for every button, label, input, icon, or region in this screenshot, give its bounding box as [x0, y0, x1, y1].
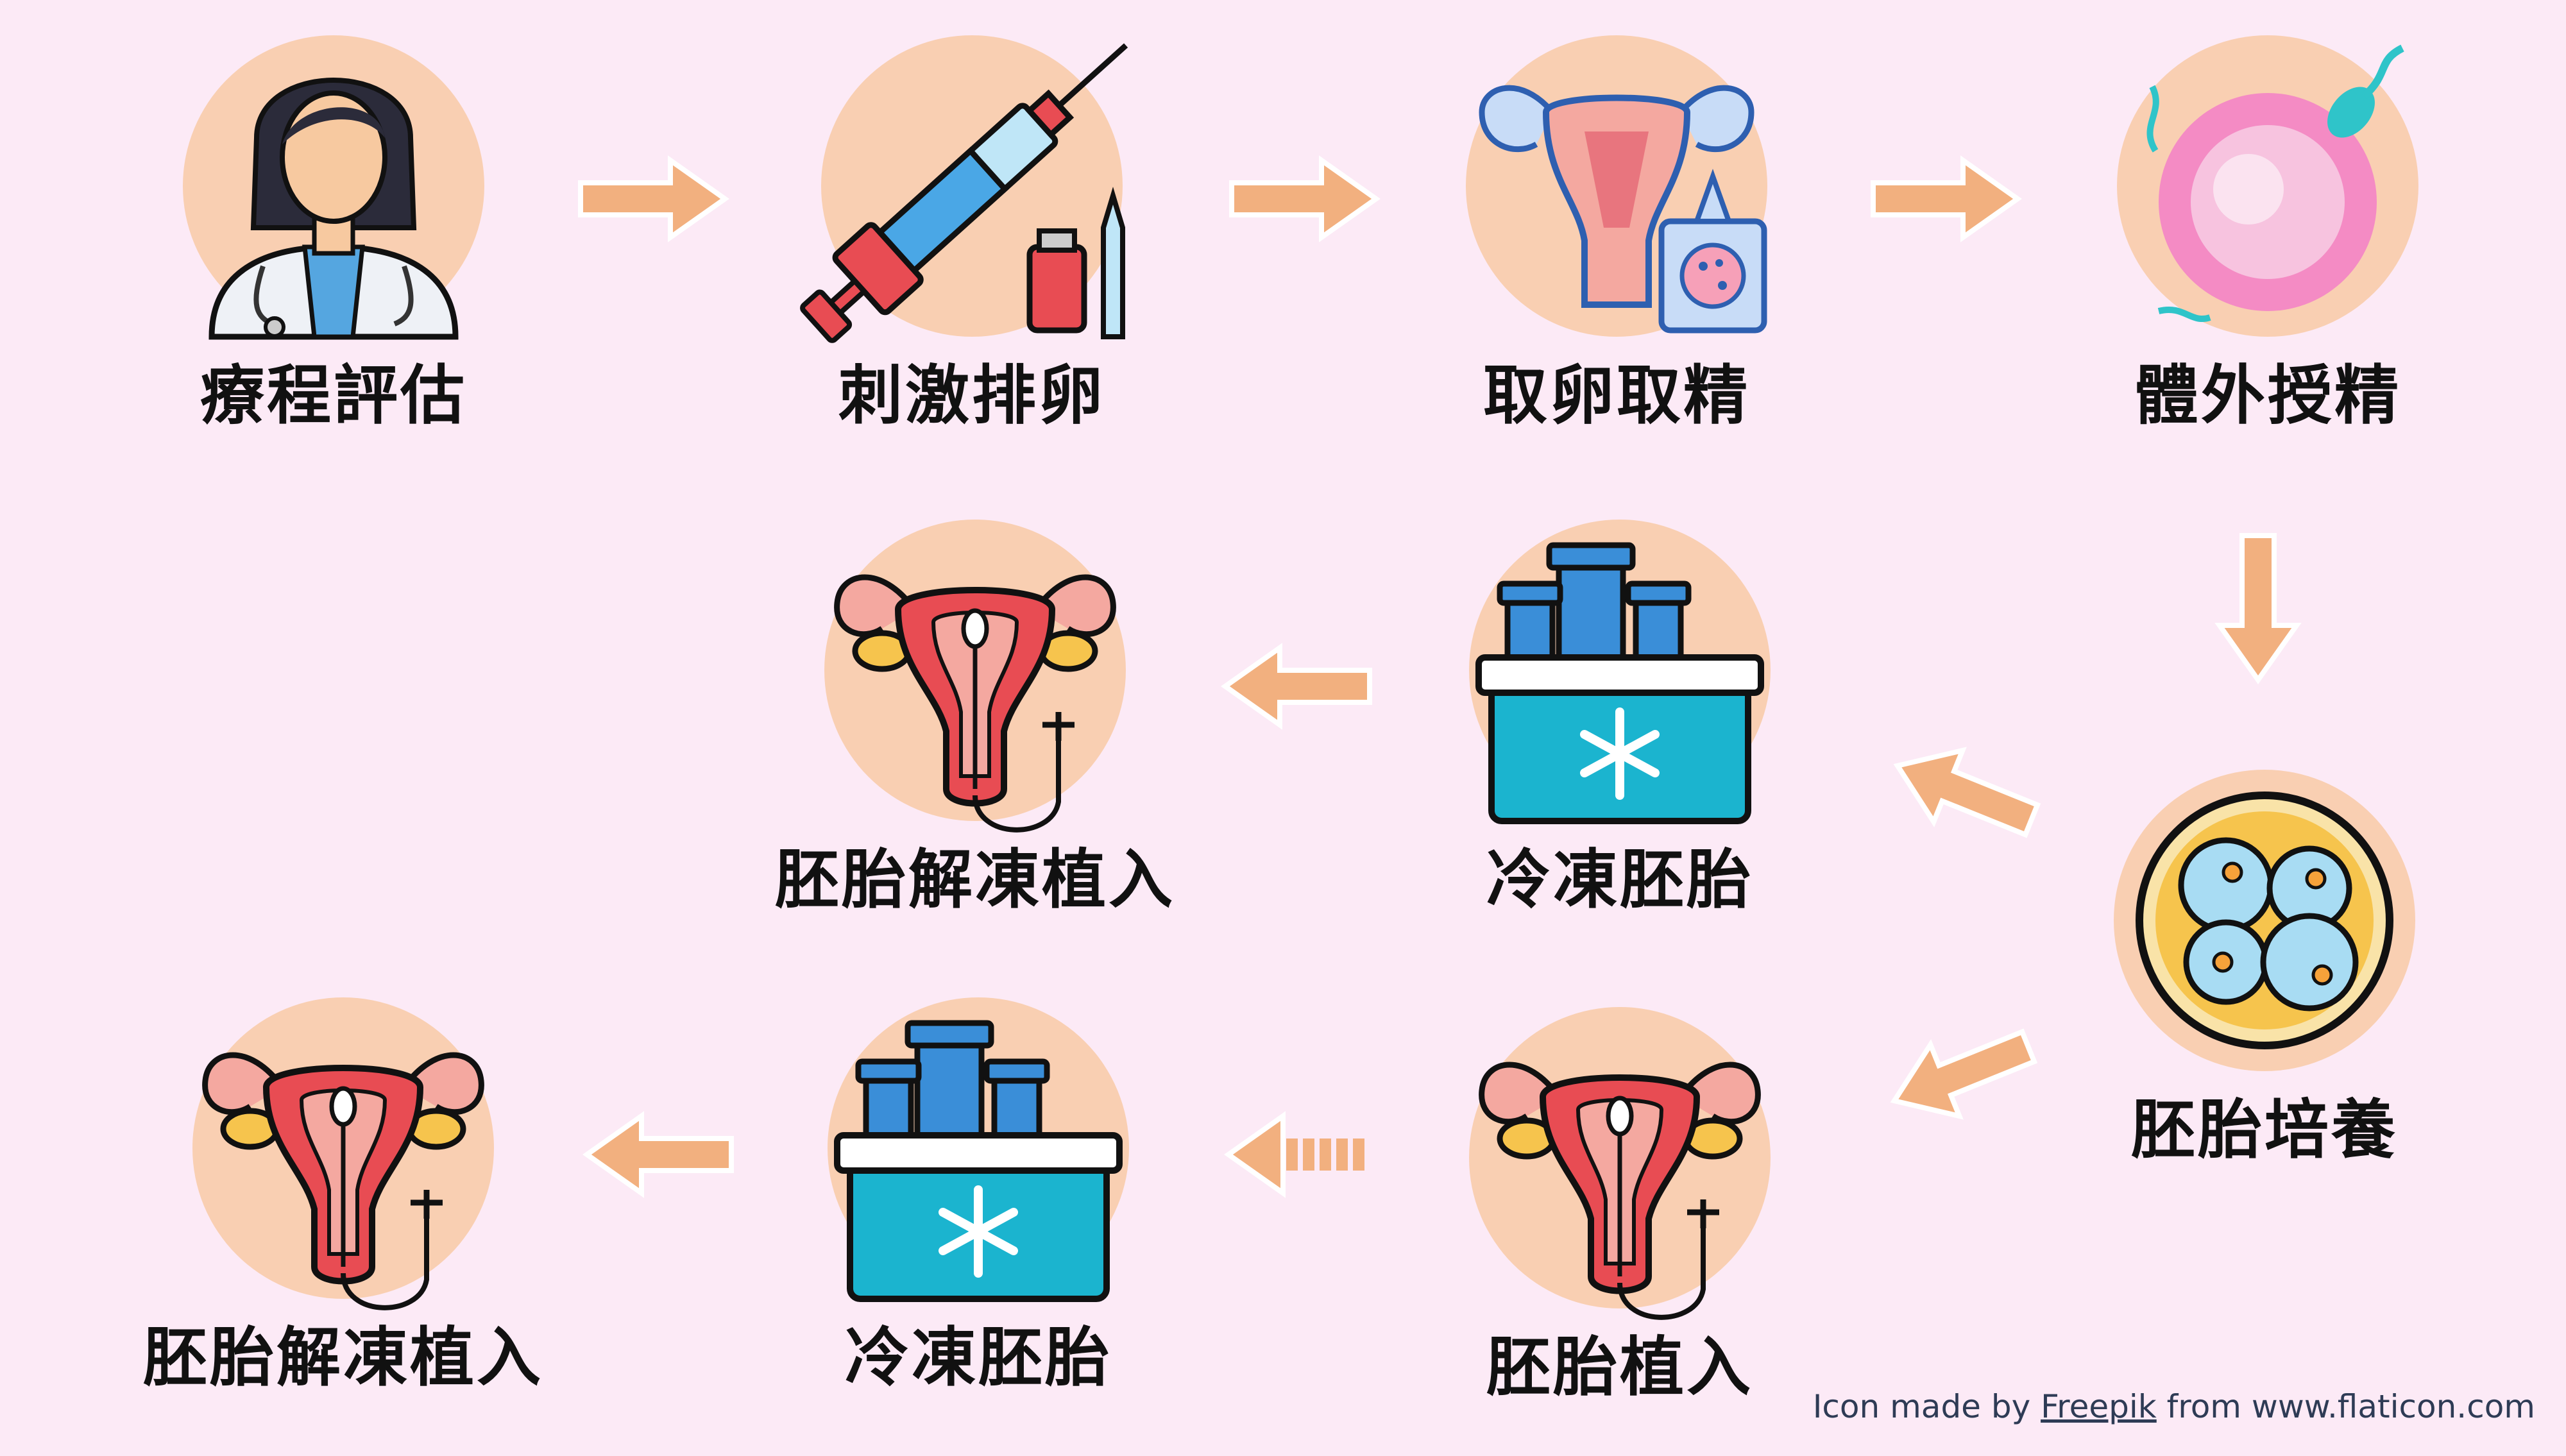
step-egg-sperm-retrieval: 取卵取精 — [1392, 35, 1841, 484]
step-label: 療程評估 — [200, 358, 467, 433]
petri-dish-icon — [2136, 791, 2393, 1049]
uterus-transfer-icon — [119, 997, 568, 1318]
step-label: 胚胎培養 — [2131, 1092, 2398, 1167]
step-freeze-embryo-2: 冷凍胚胎 — [754, 997, 1203, 1446]
arrow-right-icon — [578, 155, 729, 242]
step-embryo-transfer: 胚胎植入 — [1395, 1007, 1844, 1456]
credit-site: www.flaticon.com — [2251, 1388, 2535, 1425]
step-ovulation-stimulation: 刺激排卵 — [747, 35, 1196, 484]
credit-prefix: Icon made by — [1812, 1388, 2041, 1425]
step-label: 胚胎解凍植入 — [143, 1320, 543, 1395]
step-thaw-transfer-1: 胚胎解凍植入 — [751, 520, 1200, 969]
uterus-transfer-icon — [751, 520, 1200, 840]
arrow-right-icon — [1871, 155, 2022, 242]
step-thaw-transfer-2: 胚胎解凍植入 — [119, 997, 568, 1446]
credit-middle: from — [2156, 1388, 2252, 1425]
credit-author-link[interactable]: Freepik — [2041, 1388, 2157, 1425]
step-label: 取卵取精 — [1483, 358, 1750, 433]
arrow-down-left-icon — [1890, 1028, 2038, 1120]
step-label: 刺激排卵 — [838, 358, 1105, 433]
arrow-left-dashed-icon — [1224, 1111, 1364, 1198]
doctor-icon — [208, 78, 459, 340]
step-label: 冷凍胚胎 — [1486, 842, 1753, 917]
step-ivf: 體外授精 — [2043, 35, 2492, 484]
icon-credit: Icon made by Freepik from www.flaticon.c… — [1813, 1388, 2535, 1425]
arrow-up-left-icon — [1893, 747, 2041, 838]
step-label: 冷凍胚胎 — [845, 1320, 1112, 1395]
step-embryo-culture: 胚胎培養 — [2040, 770, 2489, 1219]
freezer-tubes-icon — [754, 997, 1203, 1318]
arrow-right-icon — [1229, 155, 1381, 242]
egg-sperm-icon — [2146, 44, 2404, 322]
uterus-transfer-icon — [1395, 1007, 1844, 1328]
syringe-icon — [800, 43, 1128, 343]
arrow-left-icon — [582, 1111, 734, 1198]
step-freeze-embryo-1: 冷凍胚胎 — [1395, 520, 1844, 969]
step-treatment-evaluation: 療程評估 — [109, 35, 558, 484]
arrow-left-icon — [1221, 643, 1372, 730]
arrow-down-icon — [2214, 533, 2302, 684]
step-label: 胚胎解凍植入 — [775, 842, 1175, 917]
step-label: 胚胎植入 — [1486, 1330, 1753, 1405]
uterus-sample-icon — [1479, 85, 1767, 334]
freezer-tubes-icon — [1395, 520, 1844, 840]
step-label: 體外授精 — [2134, 358, 2401, 433]
